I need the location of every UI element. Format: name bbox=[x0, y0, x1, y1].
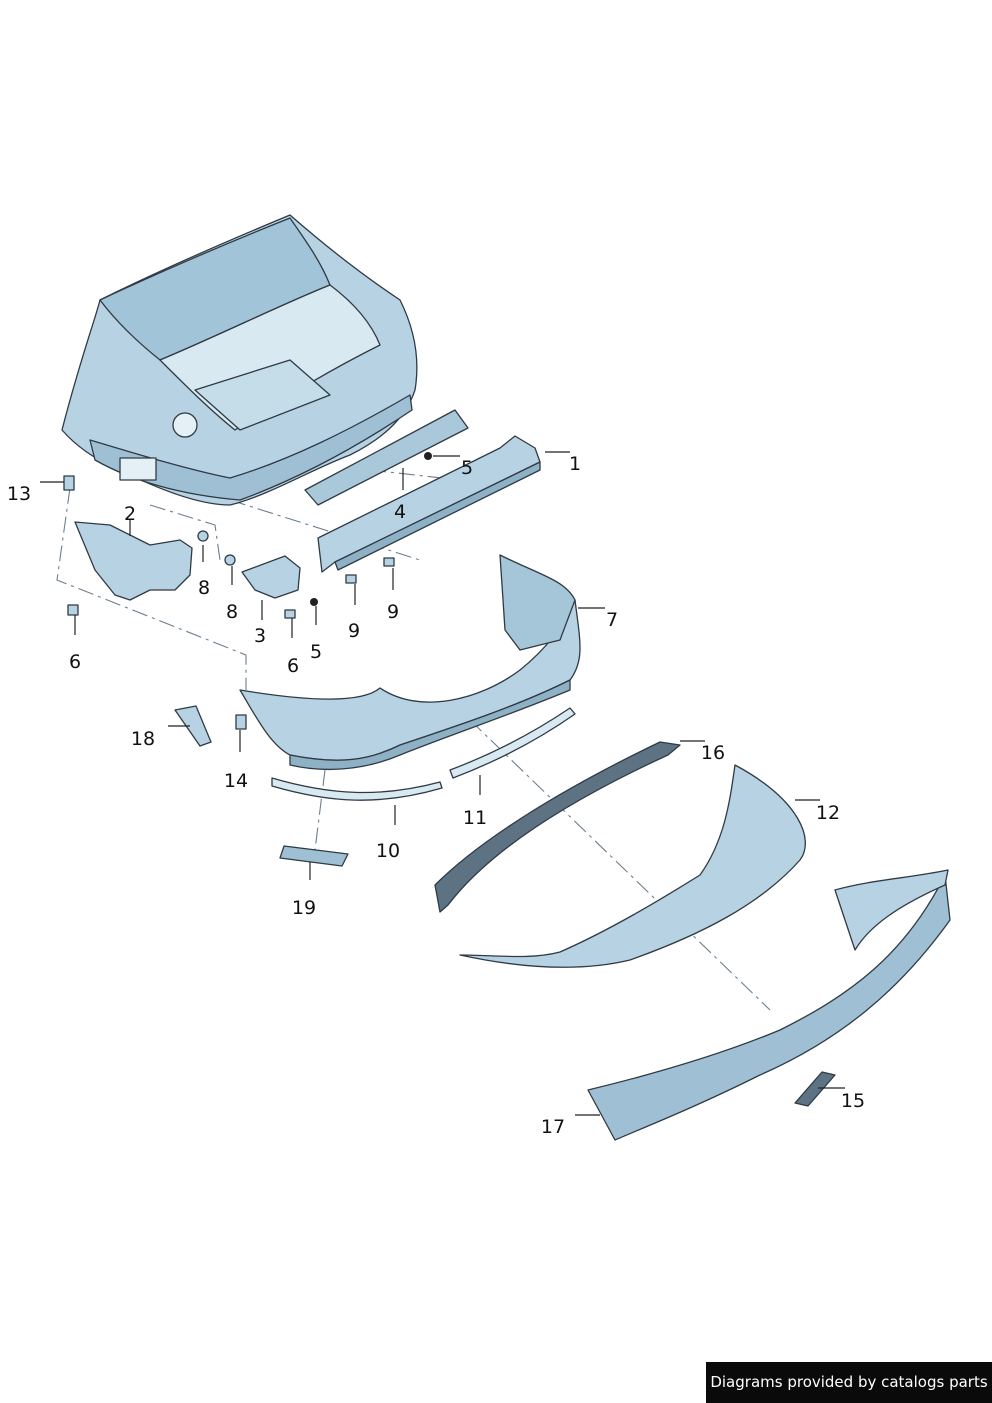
part-17-fin bbox=[834, 869, 949, 951]
bolt-6a bbox=[67, 604, 79, 616]
callout-8b: 8 bbox=[226, 601, 238, 623]
callout-18: 18 bbox=[131, 728, 155, 750]
callout-16: 16 bbox=[701, 742, 725, 764]
callout-6b: 6 bbox=[287, 655, 299, 677]
callout-2: 2 bbox=[124, 503, 136, 525]
bolt-14 bbox=[235, 714, 247, 730]
callout-15: 15 bbox=[841, 1090, 865, 1112]
callout-9a: 9 bbox=[348, 620, 360, 642]
callout-9b: 9 bbox=[387, 601, 399, 623]
bolt-9a bbox=[345, 574, 357, 584]
assembly-axes bbox=[56, 469, 771, 1011]
bolt-6b bbox=[284, 609, 296, 619]
part-4-energy-absorber bbox=[304, 409, 469, 506]
license-plate-recess bbox=[119, 457, 157, 481]
callout-19: 19 bbox=[292, 897, 316, 919]
callout-8a: 8 bbox=[198, 577, 210, 599]
callout-17: 17 bbox=[541, 1116, 565, 1138]
part-16-spoiler-trim bbox=[434, 741, 681, 913]
callout-14: 14 bbox=[224, 770, 248, 792]
part-1-bumper-bar bbox=[317, 435, 541, 573]
fastener-5b bbox=[310, 598, 318, 606]
part-18-reflector-trim bbox=[174, 705, 212, 747]
part-7-bumper-cover bbox=[239, 554, 581, 771]
callout-7: 7 bbox=[606, 609, 618, 631]
callout-11: 11 bbox=[463, 807, 487, 829]
part-callouts: 1 2 3 4 5 5 6 6 7 8 8 9 9 10 11 12 13 14… bbox=[7, 453, 865, 1138]
fasteners bbox=[63, 452, 432, 730]
callout-5b: 5 bbox=[310, 641, 322, 663]
callout-13: 13 bbox=[7, 483, 31, 505]
leader-lines bbox=[40, 451, 845, 1116]
rear-panel bbox=[89, 394, 413, 501]
callout-1: 1 bbox=[569, 453, 581, 475]
callout-12: 12 bbox=[816, 802, 840, 824]
part-2-bracket bbox=[74, 521, 193, 601]
taillight-opening bbox=[172, 412, 198, 438]
part-10-chrome-strip bbox=[271, 777, 443, 801]
credit-banner: Diagrams provided by catalogs parts bbox=[706, 1362, 992, 1403]
car-rear-body bbox=[61, 214, 418, 506]
part-11-strip bbox=[449, 707, 576, 779]
part-15-exhaust-trim bbox=[794, 1071, 836, 1107]
part-12-diffuser-cover bbox=[459, 764, 806, 968]
trunk-floor bbox=[194, 359, 331, 431]
fastener-8a bbox=[197, 530, 209, 542]
fastener-5a bbox=[424, 452, 432, 460]
bolt-9b bbox=[383, 557, 395, 567]
callout-6a: 6 bbox=[69, 651, 81, 673]
part-3-bracket bbox=[241, 555, 301, 599]
part-19-reflector bbox=[279, 845, 349, 867]
callout-3: 3 bbox=[254, 625, 266, 647]
fastener-8b bbox=[224, 554, 236, 566]
callout-10: 10 bbox=[376, 840, 400, 862]
callout-4: 4 bbox=[394, 501, 406, 523]
fastener-13 bbox=[63, 475, 75, 491]
callout-5a: 5 bbox=[461, 457, 473, 479]
